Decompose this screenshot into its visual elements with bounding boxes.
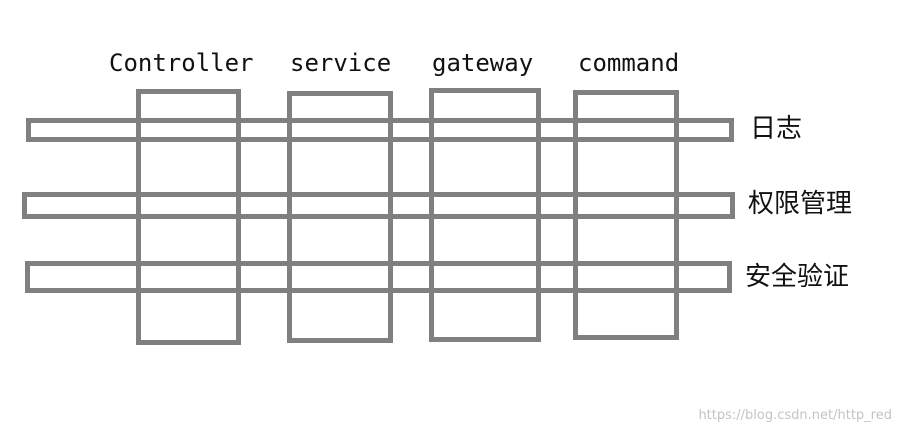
- row-bar-security-verification: [25, 261, 732, 293]
- column-label-controller: Controller: [109, 49, 254, 77]
- watermark-url: https://blog.csdn.net/http_red: [698, 408, 892, 423]
- column-label-gateway: gateway: [432, 49, 534, 77]
- row-label-security-verification: 安全验证: [745, 262, 850, 292]
- column-label-service: service: [290, 49, 392, 77]
- row-label-logging: 日志: [750, 114, 803, 144]
- row-bar-logging: [26, 118, 734, 142]
- column-label-command: command: [578, 49, 680, 77]
- row-bar-permission-management: [22, 192, 735, 219]
- row-label-permission-management: 权限管理: [748, 189, 853, 219]
